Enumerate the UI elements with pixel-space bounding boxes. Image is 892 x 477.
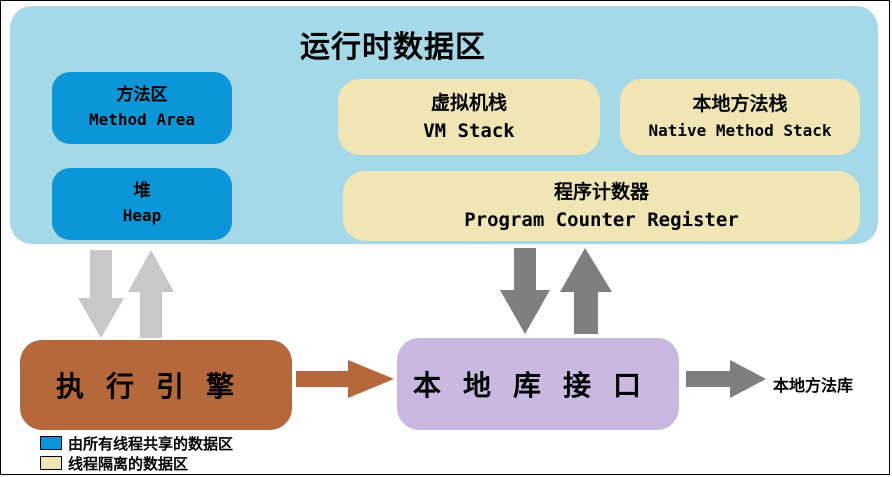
execution-engine-label: 执行引擎 — [55, 370, 256, 403]
heap-zh: 堆 — [133, 181, 151, 201]
up-arrow-icon — [560, 248, 612, 334]
down-arrow-icon — [500, 248, 550, 334]
down-arrow-icon — [78, 250, 124, 338]
method-area-zh: 方法区 — [116, 85, 168, 105]
legend-private-swatch — [40, 456, 62, 470]
legend-shared-swatch — [40, 436, 62, 450]
right-arrow-icon — [686, 360, 766, 398]
execution-engine-box: 执行引擎 — [20, 340, 292, 430]
native-library-label: 本地方法库 — [773, 376, 854, 395]
native-method-stack-zh: 本地方法栈 — [692, 93, 788, 115]
runtime-data-area-title: 运行时数据区 — [300, 30, 486, 65]
method-area-box: 方法区 Method Area — [52, 72, 232, 144]
engine-heap-arrows — [78, 250, 174, 338]
native-method-stack-box: 本地方法栈 Native Method Stack — [620, 79, 860, 155]
legend-private-label: 线程隔离的数据区 — [68, 455, 189, 473]
program-counter-zh: 程序计数器 — [553, 181, 649, 203]
up-arrow-icon — [128, 250, 174, 338]
vm-stack-en: VM Stack — [423, 120, 515, 142]
native-interface-box: 本地库接口 — [397, 338, 679, 430]
interface-runtime-arrows — [500, 248, 612, 334]
interface-to-library-arrow — [686, 360, 766, 398]
vm-stack-box: 虚拟机栈 VM Stack — [338, 79, 600, 155]
program-counter-box: 程序计数器 Program Counter Register — [343, 171, 860, 241]
heap-box: 堆 Heap — [52, 168, 232, 240]
right-arrow-icon — [296, 360, 394, 398]
method-area-en: Method Area — [89, 110, 195, 129]
engine-to-interface-arrow — [296, 360, 394, 398]
heap-en: Heap — [122, 206, 162, 225]
native-method-stack-en: Native Method Stack — [648, 121, 832, 140]
program-counter-en: Program Counter Register — [464, 209, 739, 231]
native-interface-label: 本地库接口 — [412, 369, 663, 402]
vm-stack-zh: 虚拟机栈 — [430, 92, 507, 114]
legend-shared-label: 由所有线程共享的数据区 — [68, 435, 234, 453]
